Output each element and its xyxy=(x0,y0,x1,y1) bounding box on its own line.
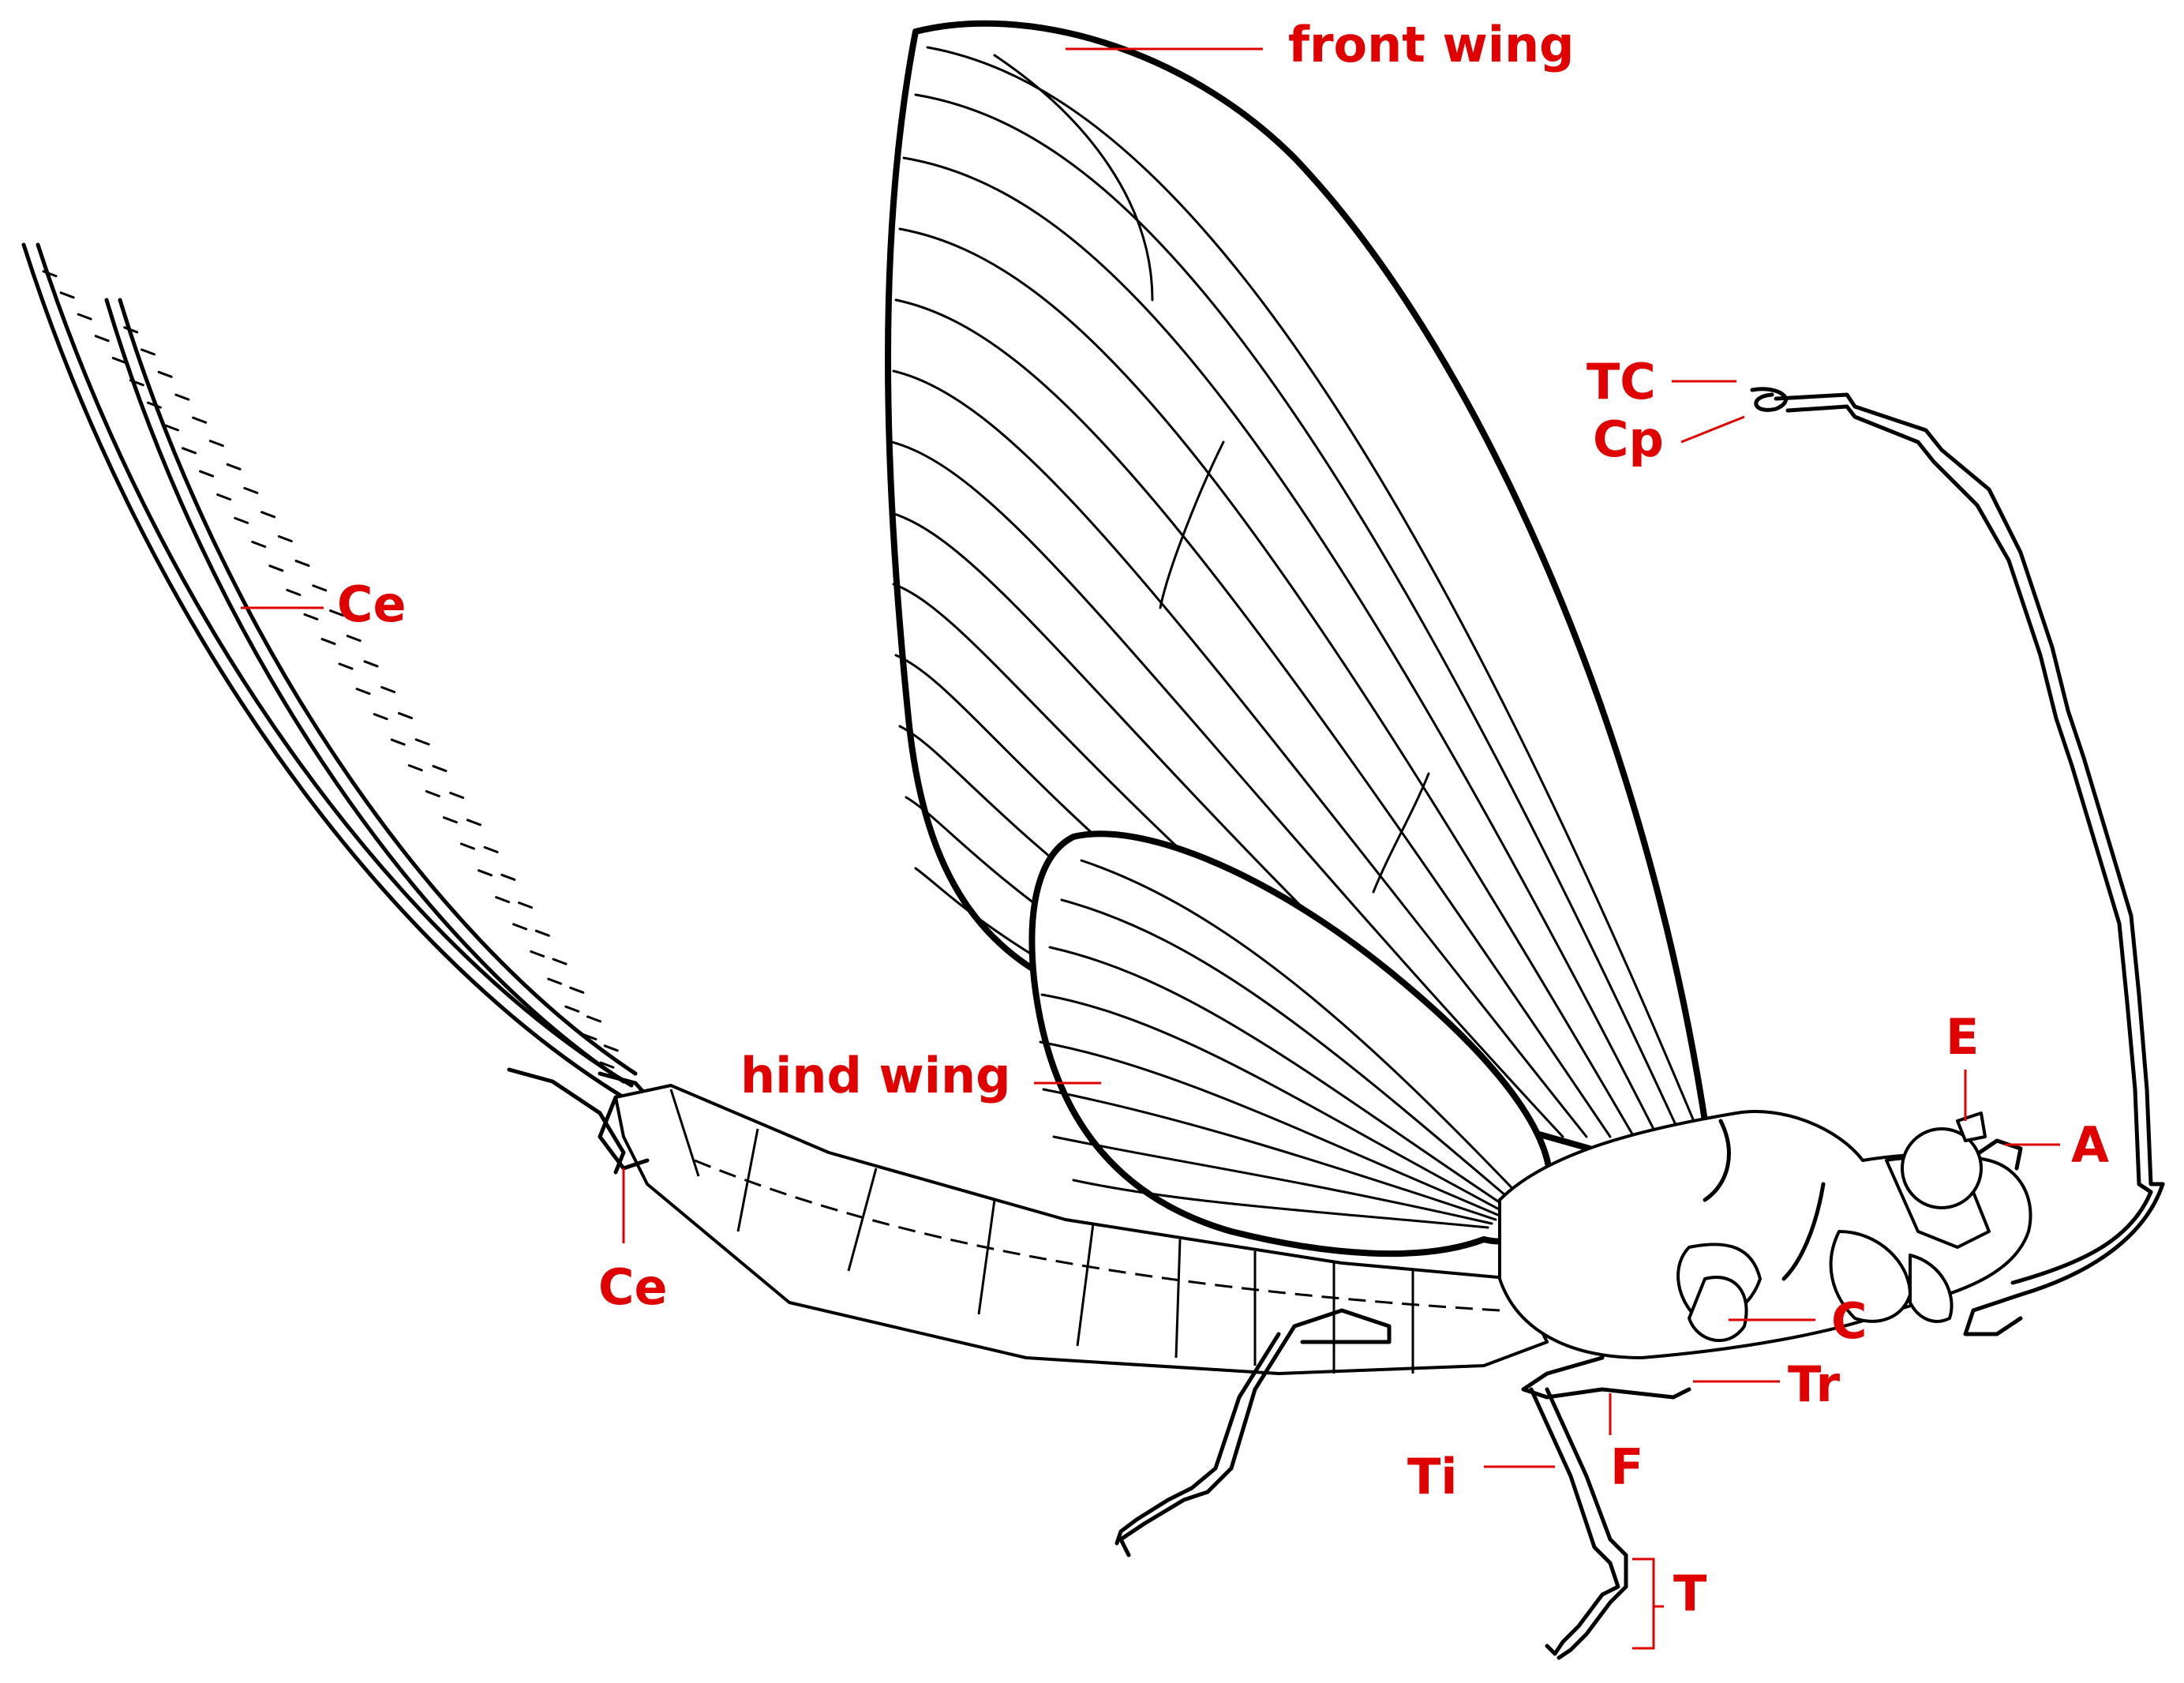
cercus-segment-tick xyxy=(346,635,362,643)
foreleg-drawing xyxy=(1750,387,2165,1336)
cercus-segment-tick xyxy=(216,493,232,501)
cercus-segment-tick xyxy=(243,486,259,494)
label-hind-wing: hind wing xyxy=(740,1047,1011,1104)
cercus-segment-tick xyxy=(208,440,224,448)
cercus-segment-tick xyxy=(320,638,336,646)
label-front-wing: front wing xyxy=(1288,16,1575,73)
cercus-segment-tick xyxy=(599,1061,615,1069)
label-tr: Tr xyxy=(1788,1355,1840,1413)
t-bracket xyxy=(1632,1557,1664,1650)
cercus-segment-tick xyxy=(582,1033,598,1041)
cercus-segment-tick xyxy=(564,1005,580,1013)
label-cp: Cp xyxy=(1593,410,1664,468)
cercus-segment-tick xyxy=(586,1015,602,1023)
cercus-segment-tick xyxy=(303,613,319,620)
cercus-segment-tick xyxy=(59,291,75,299)
cercus-segment-tick xyxy=(199,470,215,478)
cercus-segment-tick xyxy=(442,816,458,824)
cercus-segment-tick xyxy=(226,463,242,470)
cercus-segment-tick xyxy=(373,713,388,721)
abdomen-drawing xyxy=(598,1084,1549,1375)
cercus-segment-tick xyxy=(547,977,563,985)
label-tc: TC xyxy=(1586,353,1656,410)
cercus-segment-tick xyxy=(459,842,475,850)
label-e: E xyxy=(1946,1008,1979,1066)
cercus-segment-tick xyxy=(77,313,92,320)
label-c: C xyxy=(1831,1292,1867,1350)
cercus-segment-tick xyxy=(552,958,568,965)
cercus-segment-tick xyxy=(397,712,413,720)
cercus-segment-tick xyxy=(495,896,511,904)
cercus-segment-tick xyxy=(425,789,440,797)
cercus-segment-tick xyxy=(251,540,267,548)
cercus-segment-tick xyxy=(286,588,302,596)
cercus-segment-tick xyxy=(157,370,173,378)
cercus-segment-tick xyxy=(260,511,276,519)
cercus-segment-tick xyxy=(234,516,249,524)
cercus-segment-tick xyxy=(603,1044,619,1052)
label-f: F xyxy=(1610,1438,1643,1496)
cercus-segment-tick xyxy=(530,950,545,958)
cercus-segment-tick xyxy=(42,270,58,278)
cercus-segment-tick xyxy=(111,357,127,365)
label-ce-bottom: Ce xyxy=(598,1258,668,1316)
cercus-segment-tick xyxy=(312,584,328,592)
cercus-segment-tick xyxy=(174,393,190,401)
cercus-segment-tick xyxy=(518,901,534,909)
cp-leader xyxy=(1680,415,1745,444)
cercus-segment-tick xyxy=(569,986,585,994)
cercus-segment-tick xyxy=(182,447,197,455)
labels: front wing hind wing Ce Ce TC Cp E A C T… xyxy=(337,16,2109,1622)
cercus-segment-tick xyxy=(192,416,208,424)
cercus-segment-tick xyxy=(478,869,493,877)
cercus-segment-tick xyxy=(466,819,481,827)
hind-leg-drawing xyxy=(1114,1308,1392,1557)
cercus-segment-tick xyxy=(277,535,293,542)
cercus-segment-tick xyxy=(407,764,423,772)
cercus-segment-tick xyxy=(512,923,528,931)
label-a: A xyxy=(2071,1116,2109,1174)
label-ti: Ti xyxy=(1407,1448,1458,1505)
cercus-segment-tick xyxy=(534,929,550,937)
cercus-segment-tick xyxy=(432,765,448,773)
cercus-segment-tick xyxy=(338,662,354,670)
cercus-segment-tick xyxy=(268,564,284,572)
label-ce-top: Ce xyxy=(337,575,406,633)
cercus-segment-tick xyxy=(329,609,345,617)
cercus-segment-tick xyxy=(414,738,430,746)
leader-lines xyxy=(241,47,2060,1650)
middle-leg-drawing xyxy=(1521,1355,1691,1660)
cercus-segment-tick xyxy=(163,424,179,432)
cercus-segment-tick xyxy=(146,401,162,409)
hind-wing-drawing xyxy=(1028,830,1553,1258)
cercus-segment-tick xyxy=(363,660,379,668)
cercus-segment-tick xyxy=(500,873,516,881)
cercus-segment-tick xyxy=(94,335,110,343)
cercus-segment-tick xyxy=(390,738,406,746)
cercus-segment-tick xyxy=(355,688,371,695)
cercus-segment-tick xyxy=(380,686,396,694)
cercus-segment-tick xyxy=(129,379,144,387)
cercus-segment-tick xyxy=(449,792,465,799)
cercus-segment-tick xyxy=(483,845,499,853)
label-t: T xyxy=(1673,1565,1706,1622)
cercus-segment-tick xyxy=(123,326,139,334)
cerci-drawing xyxy=(21,242,657,1175)
cercus-segment-tick xyxy=(294,560,310,568)
head-drawing xyxy=(1901,1111,2023,1209)
cercus-segment-tick xyxy=(140,348,155,356)
